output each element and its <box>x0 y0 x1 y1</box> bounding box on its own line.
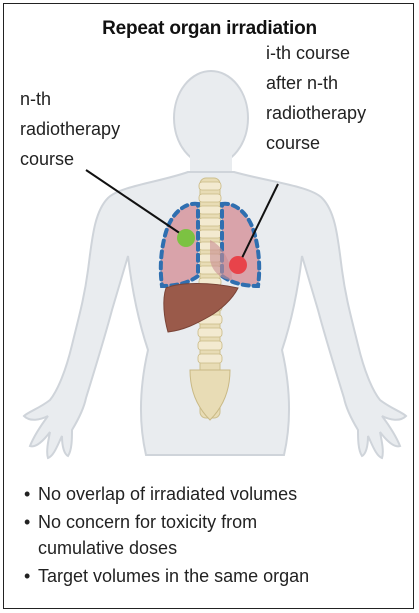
label-line: course <box>20 144 120 174</box>
ith-course-label: i-th course after n-th radiotherapy cour… <box>266 38 366 158</box>
label-line: after n-th <box>266 68 366 98</box>
bullet-text: No overlap of irradiated volumes <box>38 481 309 507</box>
label-line: course <box>266 128 366 158</box>
ith-course-target-marker <box>229 256 247 274</box>
bullet-item: No overlap of irradiated volumes <box>24 481 309 507</box>
bullet-list: No overlap of irradiated volumes No conc… <box>24 481 309 589</box>
label-line: radiotherapy <box>266 98 366 128</box>
nth-course-target-marker <box>177 229 195 247</box>
label-line: i-th course <box>266 38 366 68</box>
label-line: radiotherapy <box>20 114 120 144</box>
bullet-item: No concern for toxicity from cumulative … <box>24 509 309 561</box>
label-line: n-th <box>20 84 120 114</box>
bullet-text: cumulative doses <box>38 535 309 561</box>
nth-course-label: n-th radiotherapy course <box>20 84 120 174</box>
bullet-text: No concern for toxicity from <box>38 509 309 535</box>
bullet-item: Target volumes in the same organ <box>24 563 309 589</box>
bullet-text: Target volumes in the same organ <box>38 563 309 589</box>
